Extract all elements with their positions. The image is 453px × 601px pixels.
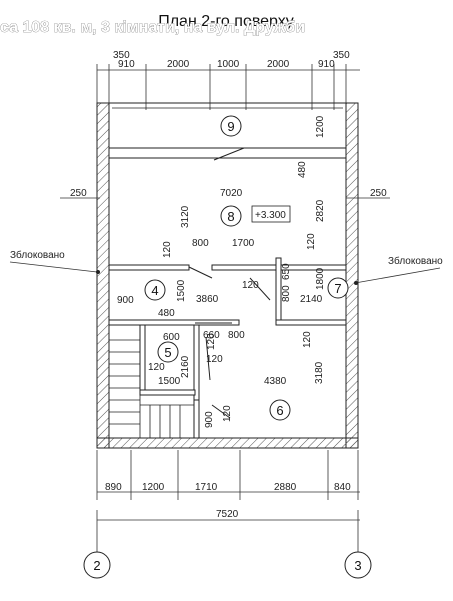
dim-4380: 4380 xyxy=(264,376,287,387)
dim-7020: 7020 xyxy=(220,188,243,199)
dim-side-left: 250 xyxy=(70,188,87,199)
dim-800-c: 800 xyxy=(228,330,245,341)
dim-650: 650 xyxy=(281,263,292,280)
dim-top-350-left: 350 xyxy=(113,50,130,61)
dim-top-2000-right: 2000 xyxy=(267,59,290,70)
dim-2140: 2140 xyxy=(300,294,323,305)
dim-top-2000-left: 2000 xyxy=(167,59,190,70)
blocked-notes: Зблоковано Зблоковано xyxy=(9,249,443,285)
dim-3860: 3860 xyxy=(196,294,219,305)
level-mark: +3.300 xyxy=(251,205,291,223)
blocked-right-label: Зблоковано xyxy=(388,255,443,267)
dim-bottom-2880: 2880 xyxy=(274,482,297,493)
dim-1800: 1800 xyxy=(315,267,326,290)
room-6: 6 xyxy=(276,403,283,418)
dim-2820: 2820 xyxy=(315,199,326,222)
room-7: 7 xyxy=(334,281,341,296)
dim-120-g: 120 xyxy=(222,405,233,422)
room-9: 9 xyxy=(227,119,234,134)
interior-dimensions: 7020 3120 2820 1200 480 800 1700 120 120… xyxy=(117,115,326,428)
dim-3180: 3180 xyxy=(314,361,325,384)
dim-1200-top: 1200 xyxy=(315,115,326,138)
axis-3: 3 xyxy=(354,558,361,573)
dim-bottom-890: 890 xyxy=(105,482,122,493)
dim-120-a: 120 xyxy=(162,241,173,258)
dim-3120: 3120 xyxy=(180,205,191,228)
room-labels: 9 8 4 7 5 6 xyxy=(144,115,349,421)
dim-120-e: 120 xyxy=(302,331,313,348)
banner-bar xyxy=(0,10,453,44)
top-dimension-line xyxy=(96,64,360,110)
dim-side-right: 250 xyxy=(370,188,387,199)
dim-1700: 1700 xyxy=(232,238,255,249)
bottom-dimension-line xyxy=(96,450,360,545)
dim-480-top: 480 xyxy=(297,161,308,178)
outer-walls xyxy=(96,102,359,449)
dim-120-f: 120 xyxy=(148,362,165,373)
dim-600: 600 xyxy=(163,332,180,343)
dim-120-d: 120 xyxy=(206,354,223,365)
dim-top-1000: 1000 xyxy=(217,59,240,70)
dim-bottom-1710: 1710 xyxy=(195,482,218,493)
axis-2: 2 xyxy=(93,558,100,573)
room-5: 5 xyxy=(164,345,171,360)
dim-120-c: 120 xyxy=(242,280,259,291)
dim-120-b: 120 xyxy=(306,233,317,250)
svg-text:+3.300: +3.300 xyxy=(255,210,286,221)
dim-660: 660 xyxy=(203,330,220,341)
dim-1500-b: 1500 xyxy=(158,376,181,387)
dim-800-a: 800 xyxy=(192,238,209,249)
staircase xyxy=(108,324,194,439)
dim-900-b: 900 xyxy=(204,411,215,428)
blocked-left-label: Зблоковано xyxy=(10,249,65,261)
interior-walls xyxy=(108,257,347,439)
room-8: 8 xyxy=(227,209,234,224)
dim-top-350-right: 350 xyxy=(333,50,350,61)
dim-800-b: 800 xyxy=(281,285,292,302)
dim-bottom-840: 840 xyxy=(334,482,351,493)
axis-markers: 2 3 xyxy=(83,545,372,579)
side-dimensions: 250 250 xyxy=(60,188,390,199)
dim-2160: 2160 xyxy=(180,355,191,378)
dim-480-b: 480 xyxy=(158,308,175,319)
banner-title: са 108 кв. м, 3 кімнати, на вул. Дружби xyxy=(0,19,305,36)
door-swings xyxy=(188,147,271,419)
dim-top-910-right: 910 xyxy=(318,59,335,70)
dim-1500-a: 1500 xyxy=(176,279,187,302)
dim-overall-width: 7520 xyxy=(216,509,239,520)
room-4: 4 xyxy=(151,283,158,298)
dim-120-h: 120 xyxy=(206,333,217,350)
dim-900-a: 900 xyxy=(117,295,134,306)
dim-top-910-left: 910 xyxy=(118,59,135,70)
dim-bottom-1200: 1200 xyxy=(142,482,165,493)
plan-title: План 2-го поверху xyxy=(158,13,294,30)
